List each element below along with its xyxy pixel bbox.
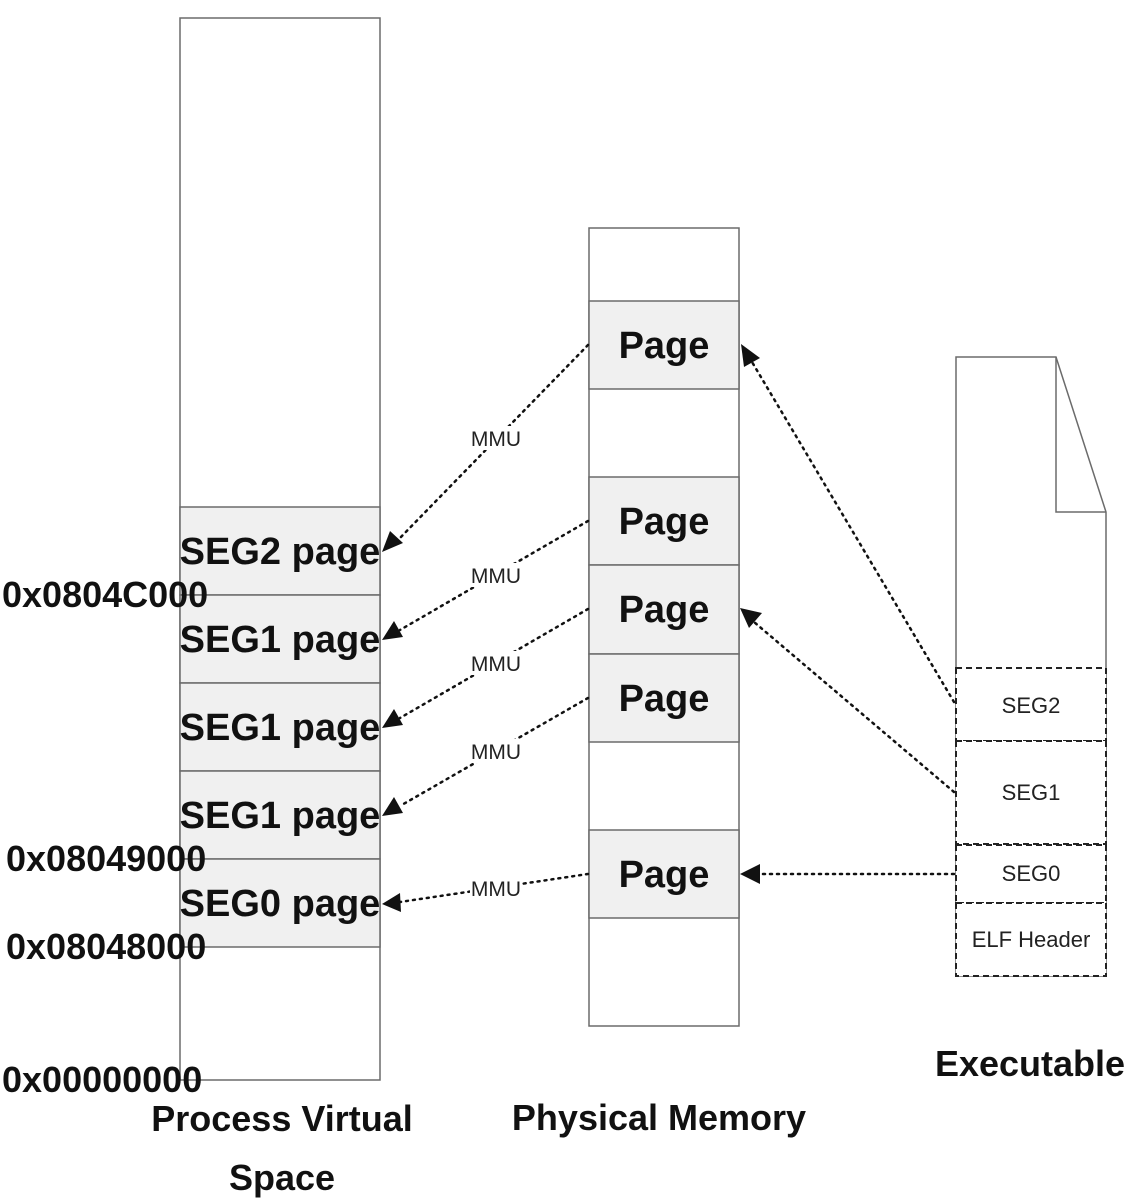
executable-caption: Executable <box>935 1043 1125 1084</box>
virtual-space-caption: Process Virtual <box>151 1098 412 1139</box>
arrowhead-icon <box>382 709 403 728</box>
physical-memory-caption: Physical Memory <box>512 1097 806 1138</box>
mmu-label: MMU <box>471 428 521 451</box>
virtual-seg1-page-mid <box>179 682 381 772</box>
mmu-label: MMU <box>471 565 521 588</box>
mmu-arrow-line <box>398 519 590 632</box>
address-label: 0x08048000 <box>6 926 206 967</box>
virtual-seg1-page-top <box>179 594 381 684</box>
page-label: Page <box>619 501 710 543</box>
mmu-label-bg <box>470 426 522 450</box>
load-arrows <box>740 344 956 884</box>
exec-section-label: SEG2 <box>1002 693 1061 718</box>
exec-seg1-section <box>955 740 1107 845</box>
arrowhead-icon <box>741 344 760 367</box>
file-corner-fold <box>1055 357 1106 513</box>
mmu-label-bg <box>470 651 522 675</box>
physical-page <box>588 564 740 655</box>
page-label: Page <box>619 589 710 631</box>
physical-page <box>588 653 740 743</box>
mmu-arrow-line <box>398 607 590 720</box>
seg1-page-label: SEG1 page <box>180 619 381 661</box>
seg2-page-label: SEG2 page <box>180 531 381 573</box>
mmu-arrows: MMU MMU MMU MMU MMU <box>382 343 590 912</box>
physical-page <box>588 829 740 919</box>
exec-section-label: SEG0 <box>1002 861 1061 886</box>
exec-seg2-section <box>955 667 1107 742</box>
address-label: 0x08049000 <box>6 838 206 879</box>
virtual-seg2-page <box>179 506 381 596</box>
exec-elf-header-section <box>955 902 1107 977</box>
mmu-label-bg <box>470 876 522 900</box>
arrowhead-icon <box>382 893 401 912</box>
virtual-seg0-page <box>179 858 381 948</box>
load-arrow-line <box>750 360 956 704</box>
executable-file: SEG2 SEG1 SEG0 ELF Header Executable <box>935 356 1125 1084</box>
exec-section-label: ELF Header <box>972 927 1091 952</box>
seg0-page-label: SEG0 page <box>180 883 381 925</box>
virtual-seg1-page-bottom <box>179 770 381 860</box>
mmu-label-bg <box>470 739 522 763</box>
physical-memory-column: Page Page Page Page Page Physical Memory <box>512 227 806 1138</box>
mmu-arrow-line <box>398 696 590 808</box>
exec-section-label: SEG1 <box>1002 780 1061 805</box>
mmu-label: MMU <box>471 653 521 676</box>
arrowhead-icon <box>382 531 403 552</box>
mmu-label: MMU <box>471 878 521 901</box>
page-label: Page <box>619 325 710 367</box>
load-arrow-line <box>752 620 956 794</box>
virtual-space-column: SEG2 page SEG1 page SEG1 page SEG1 page … <box>2 17 413 1198</box>
arrowhead-icon <box>382 621 403 640</box>
address-label: 0x00000000 <box>2 1059 202 1100</box>
mmu-label: MMU <box>471 741 521 764</box>
address-label: 0x0804C000 <box>2 574 208 615</box>
seg1-page-label: SEG1 page <box>180 707 381 749</box>
seg1-page-label: SEG1 page <box>180 795 381 837</box>
page-label: Page <box>619 678 710 720</box>
arrowhead-icon <box>740 864 760 884</box>
page-label: Page <box>619 854 710 896</box>
arrowhead-icon <box>740 608 762 628</box>
virtual-space-caption-line2: Space <box>229 1157 335 1198</box>
arrowhead-icon <box>382 797 403 816</box>
exec-seg0-section <box>955 844 1107 904</box>
mmu-label-bg <box>470 563 522 587</box>
